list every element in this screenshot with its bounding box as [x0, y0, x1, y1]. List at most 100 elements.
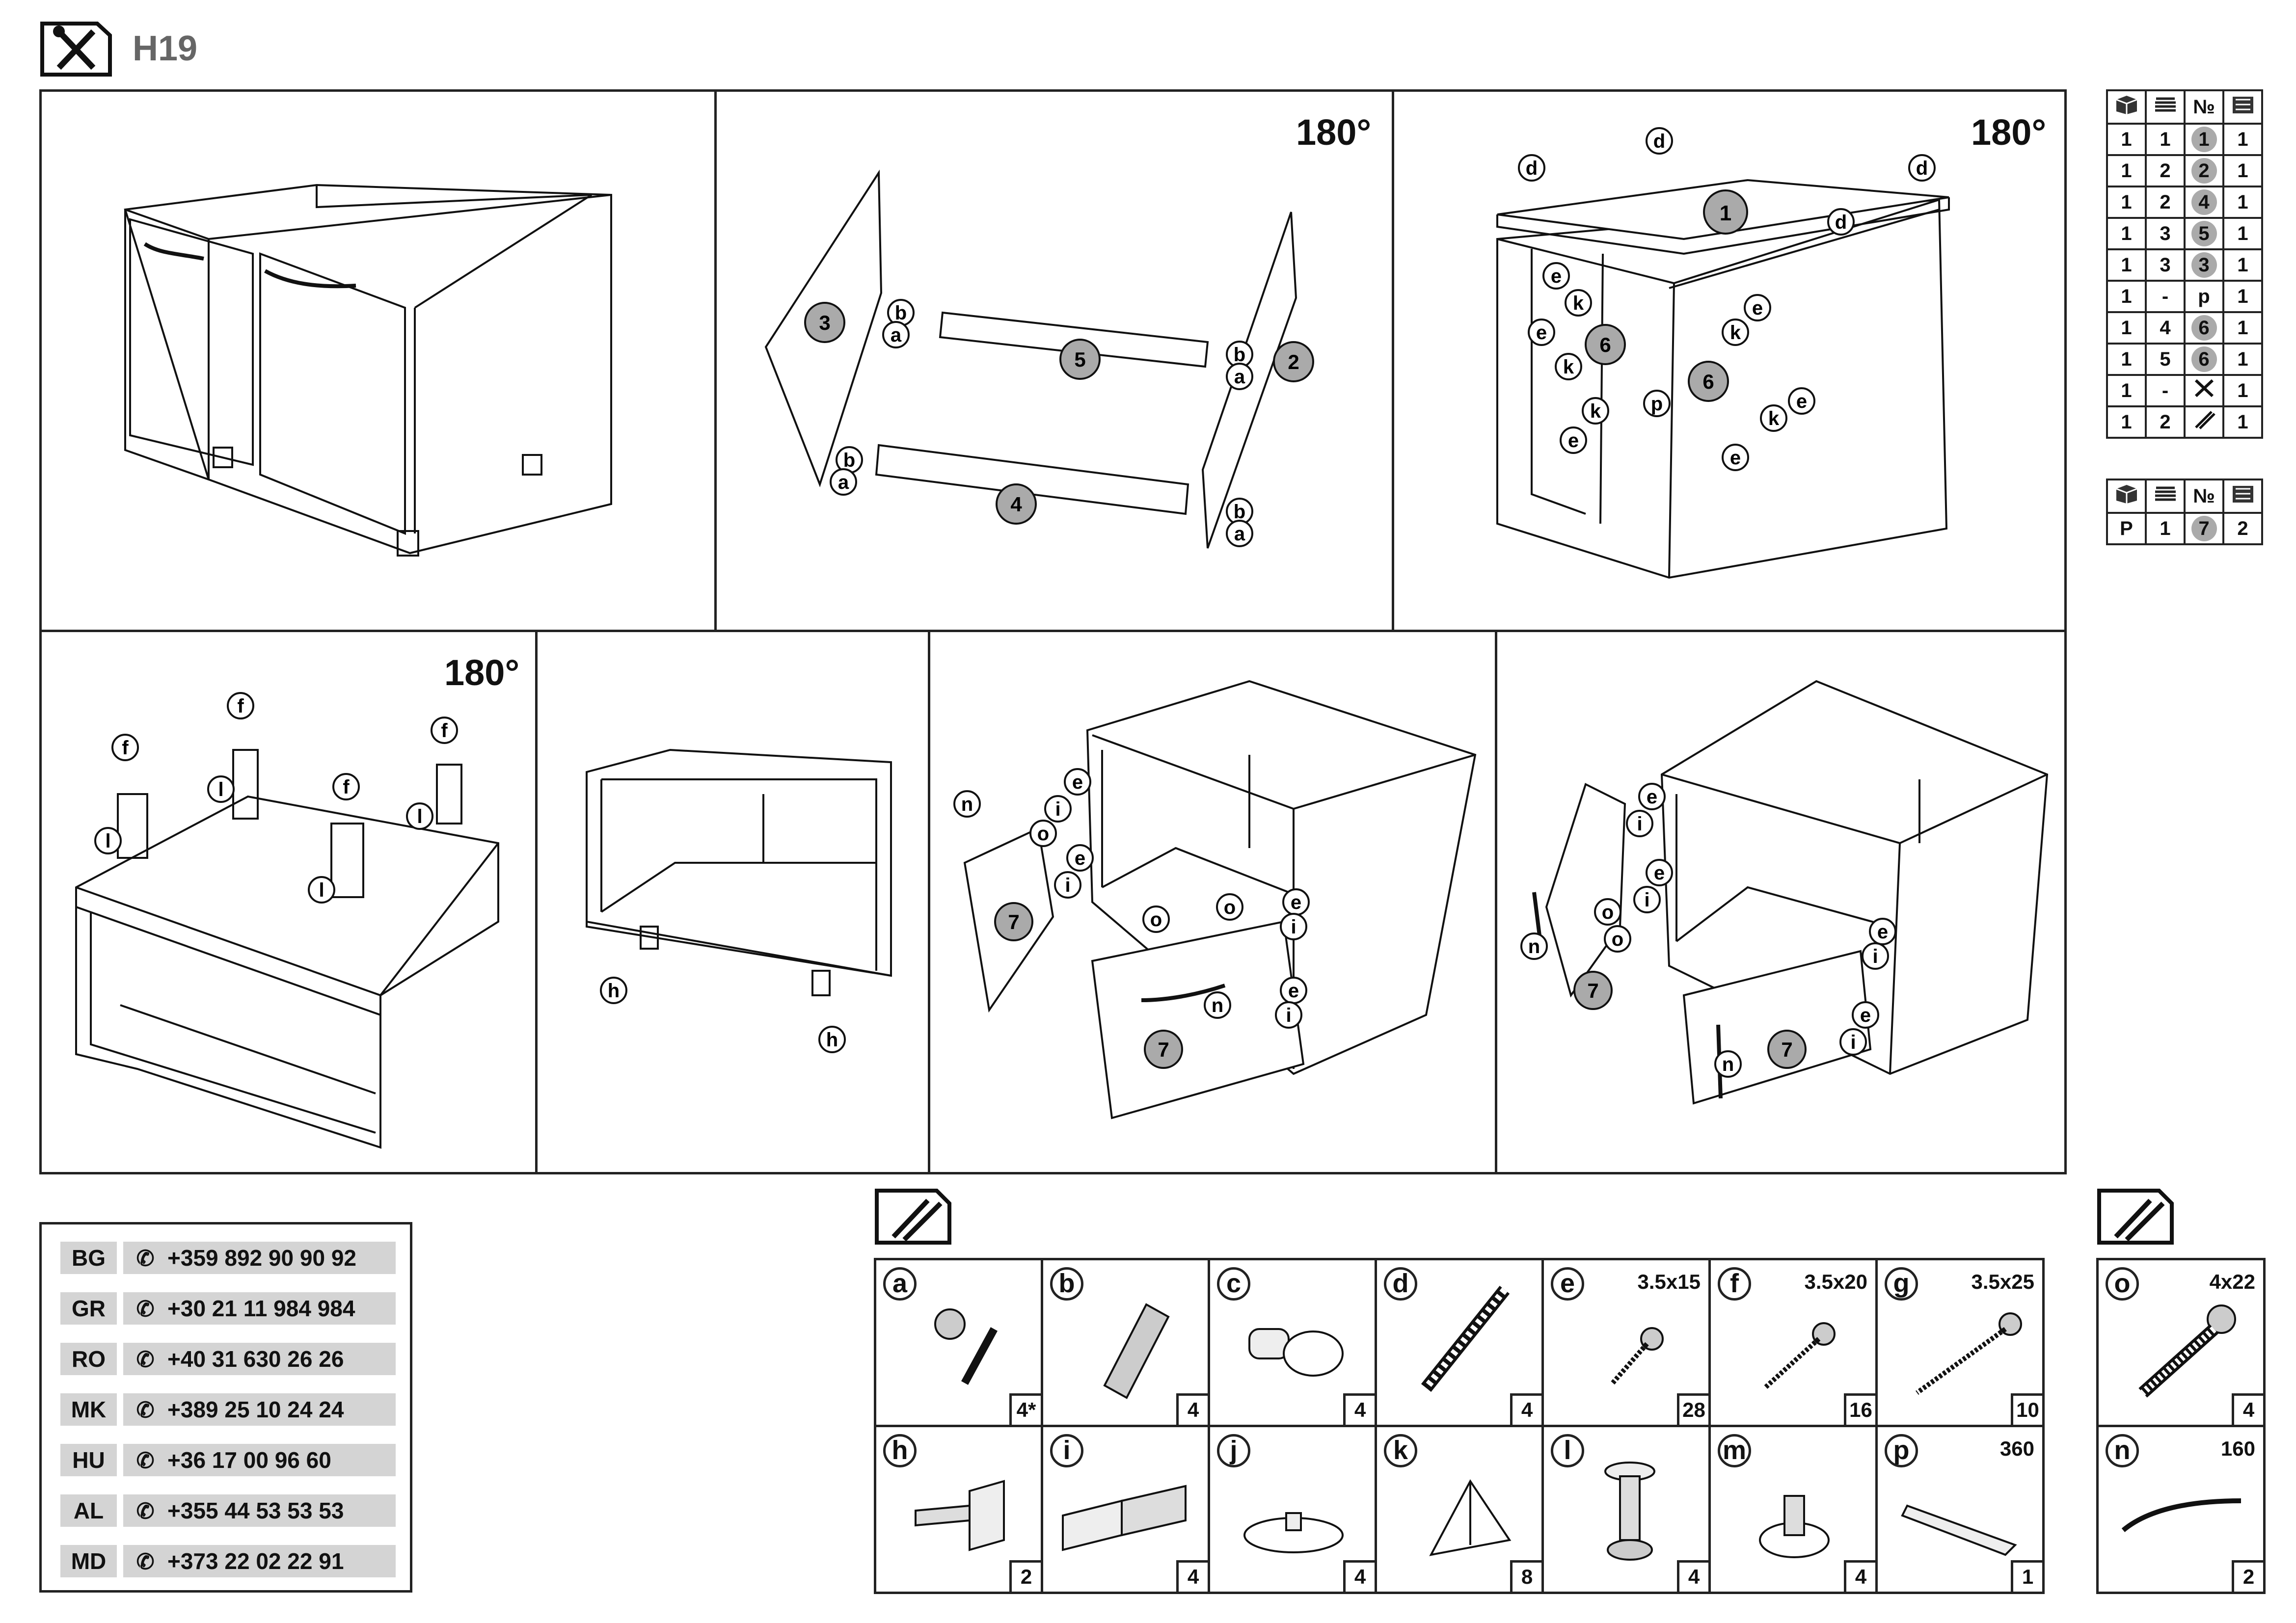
hardware-callout: n [961, 794, 973, 815]
hardware-item-k: k 8 [1375, 1425, 1544, 1594]
part-label: 5 [1074, 348, 1085, 371]
leg-base-icon [1243, 1512, 1344, 1553]
hardware-callout: f [122, 737, 129, 759]
hardware-callout: i [1637, 813, 1642, 835]
hardware-callout: e [1291, 892, 1301, 913]
phone-icon: ✆ [136, 1348, 155, 1372]
hardware-callout: k [1563, 356, 1574, 378]
hardware-callout: a [891, 324, 902, 346]
contacts-table: BG ✆ +359 892 90 90 92 GR ✆ +30 21 11 984 … [39, 1222, 412, 1593]
tools-icon [2184, 374, 2224, 407]
hardware-callout: d [1835, 212, 1847, 233]
phone-number: +30 21 11 984 984 [167, 1296, 355, 1321]
hardware-callout: n [1722, 1054, 1734, 1075]
hardware-callout: i [1286, 1005, 1291, 1026]
hardware-callout: p [1651, 393, 1663, 415]
step-3-panel: 180° 1 6 6 d d [1392, 89, 2067, 632]
hardware-item-e: e 3.5x15 28 [1541, 1258, 1711, 1427]
hardware-callout: e [1860, 1005, 1871, 1026]
hardware-callout: e [1072, 772, 1083, 793]
dowel-icon [1103, 1303, 1170, 1399]
hardware-callout: h [608, 980, 620, 1002]
country-code: AL [60, 1494, 117, 1527]
panel-stack-icon [2145, 479, 2186, 514]
extra-parts-header: № [2106, 479, 2263, 514]
country-code: RO [60, 1343, 117, 1375]
tools-icon [39, 21, 113, 78]
hardware-item-f: f 3.5x20 16 [1708, 1258, 1878, 1427]
phone-number: +359 892 90 90 92 [167, 1245, 356, 1271]
phone-number: +373 22 02 22 91 [167, 1548, 344, 1574]
hardware-callout: d [1916, 158, 1928, 179]
hardware-item-a: a 4* [874, 1258, 1043, 1427]
hardware-callout: b [843, 450, 855, 471]
step-1-panel [39, 89, 717, 632]
hardware-callout: e [1752, 297, 1763, 319]
hardware-callout: i [1644, 889, 1649, 911]
phone-icon: ✆ [136, 1550, 155, 1574]
box-icon [2106, 89, 2147, 125]
part-label: 7 [1158, 1038, 1169, 1061]
phone-number: +40 31 630 26 26 [167, 1346, 344, 1372]
country-code: MD [60, 1545, 117, 1577]
country-code: BG [60, 1242, 117, 1274]
part-label: 4 [1010, 493, 1022, 516]
number-header: № [2184, 479, 2224, 514]
hardware-callout: n [1212, 995, 1223, 1016]
hardware-item-m: m 4 [1708, 1425, 1878, 1594]
country-code: MK [60, 1393, 117, 1426]
quantity-icon [2222, 479, 2263, 514]
wall-plug-icon [1421, 1285, 1510, 1392]
phone-icon: ✆ [136, 1247, 155, 1271]
hardware-callout: e [1536, 322, 1547, 344]
hardware-callout: k [1590, 400, 1601, 422]
extra-parts-row: P 1 7 2 [2106, 512, 2263, 545]
phone-number: +36 17 00 96 60 [167, 1447, 331, 1473]
hardware-callout: f [441, 720, 448, 742]
step-4-panel: 180° f f f f l l l l [39, 630, 538, 1174]
hardware-callout: o [1612, 929, 1623, 950]
country-code: HU [60, 1444, 117, 1476]
hardware-item-l: l 4 [1541, 1425, 1711, 1594]
hardware-icon [2184, 405, 2224, 439]
hardware-callout: l [105, 830, 110, 852]
hardware-callout: e [1730, 447, 1741, 469]
box-icon [2106, 479, 2147, 514]
hardware-callout: b [1234, 344, 1245, 366]
hardware-callout: k [1768, 408, 1780, 429]
hardware-callout: f [343, 776, 350, 798]
screw-icon [1916, 1312, 2022, 1395]
hardware-callout: o [1224, 897, 1236, 918]
hardware-item-j: j 4 [1208, 1425, 1377, 1594]
leg-cap-icon [1759, 1495, 1830, 1558]
hardware-callout: e [1647, 786, 1657, 808]
rotation-label: 180° [1971, 112, 2047, 153]
part-label: 7 [1781, 1038, 1792, 1061]
hardware-item-o: o 4x22 4 [2096, 1258, 2266, 1427]
part-label: 6 [1599, 333, 1611, 356]
hardware-callout: n [1528, 936, 1540, 958]
part-label: 3 [819, 311, 830, 334]
cam-lock-icon [934, 1308, 998, 1385]
step-7-panel: 7 7 e i e i o o n e i n e i [1495, 630, 2067, 1174]
page-title: H19 [133, 29, 198, 68]
phone-icon: ✆ [136, 1398, 155, 1422]
hardware-callout: i [1055, 798, 1060, 820]
hardware-callout: e [1877, 921, 1888, 943]
screw-icon [1611, 1327, 1664, 1385]
hardware-bag-icon [2096, 1188, 2175, 1246]
phone-icon: ✆ [136, 1297, 155, 1321]
profile-strip-icon [1901, 1504, 2017, 1556]
country-code: GR [60, 1292, 117, 1325]
cabinet-assembled-drawing [124, 184, 612, 557]
hinge-icon [1062, 1485, 1187, 1551]
hardware-item-n: n 160 2 [2096, 1425, 2266, 1594]
rotation-label: 180° [1296, 112, 1372, 153]
phone-number: +355 44 53 53 53 [167, 1498, 344, 1523]
hardware-callout: e [1288, 980, 1299, 1002]
